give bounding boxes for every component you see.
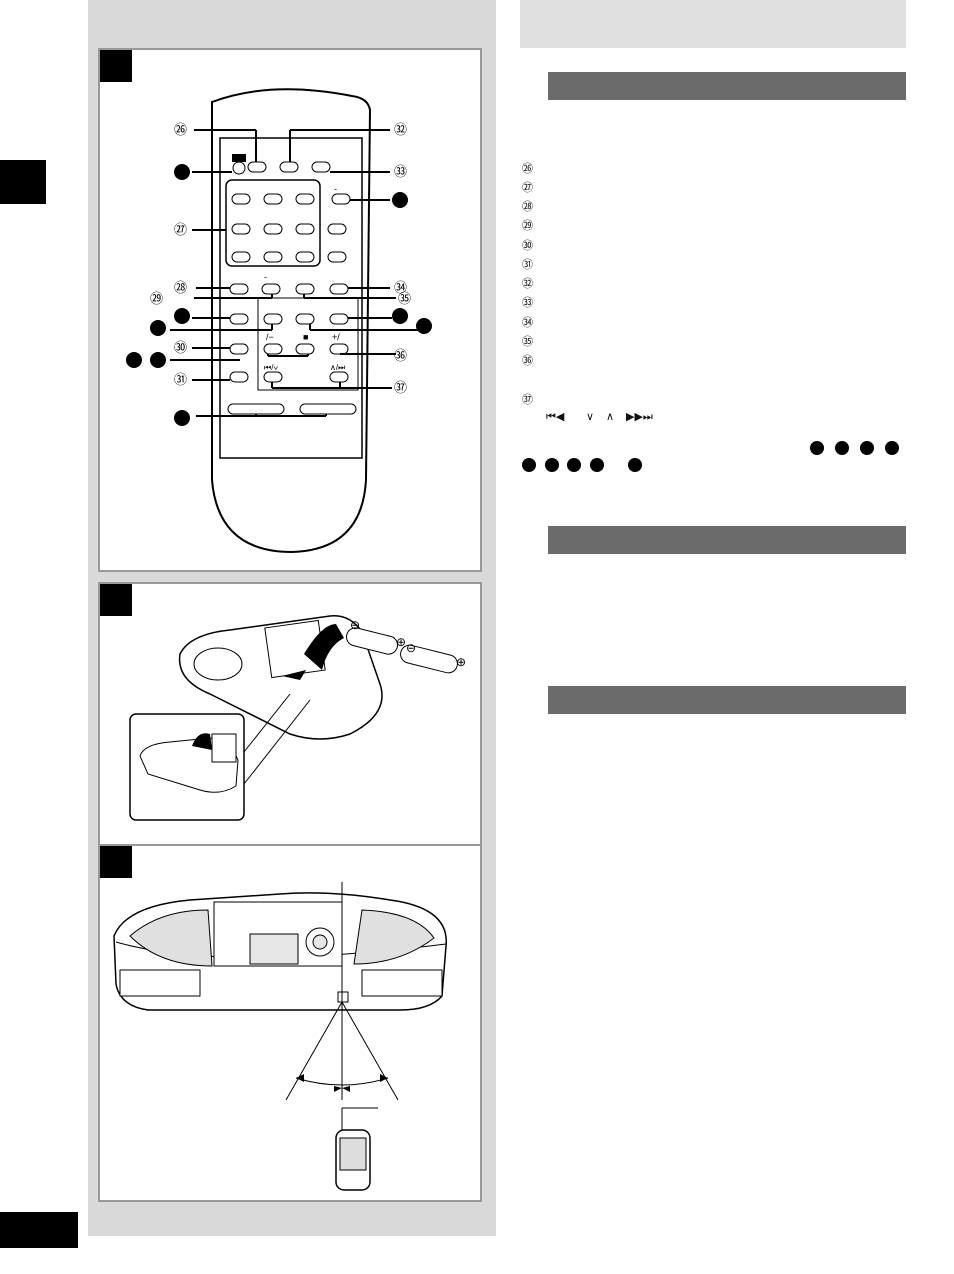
glyph-minus-top: -: [264, 272, 267, 282]
callout-31: ㉛: [174, 372, 187, 387]
page-number-box: [0, 1212, 78, 1248]
item-33: ㉝: [522, 297, 533, 309]
callout-28: ㉘: [174, 280, 187, 295]
reference-dot: [860, 441, 874, 455]
panel-remote-control: - - /− ■ +/ ⏮/∨ ∧/⏭: [98, 48, 482, 572]
reference-dot: [885, 441, 899, 455]
remote-range-illustration: [113, 882, 447, 1191]
item-37: ㊲: [522, 394, 533, 406]
item-32: ㉜: [522, 278, 533, 290]
item-26: ㉖: [522, 163, 533, 175]
reference-dot: [628, 458, 642, 472]
battery-illustration: ⊖⊕ ⊖⊕: [129, 615, 466, 821]
item-30: ㉚: [522, 240, 533, 252]
up-symbol: ∧: [606, 410, 615, 423]
section-bar-use: [548, 686, 906, 714]
page-header-bar: [520, 0, 906, 48]
item-29: ㉙: [522, 220, 533, 232]
reference-dot: [810, 441, 824, 455]
panel-tag-c: [100, 846, 132, 878]
callout-30: ㉚: [174, 340, 187, 355]
callout-32: ㉜: [394, 122, 407, 137]
callout-34: ㉞: [394, 280, 407, 295]
section-bar-batteries: [548, 526, 906, 554]
glyph-up: +/: [332, 332, 340, 342]
reference-dot: [545, 458, 559, 472]
glyph-down: /−: [266, 332, 274, 342]
panel-tag-b: [100, 584, 132, 616]
down-symbol: ∨: [586, 410, 595, 423]
item-31: ㉛: [522, 259, 533, 271]
chapter-tab: [0, 160, 46, 204]
callout-26: ㉖: [174, 122, 187, 137]
power-label: [232, 154, 246, 162]
callout-27: ㉗: [174, 222, 187, 237]
power-button: [232, 161, 246, 175]
svg-text:⊖: ⊖: [350, 618, 360, 632]
remote-control-illustration: - - /− ■ +/ ⏮/∨ ∧/⏭: [126, 88, 432, 554]
button-32: [279, 161, 299, 173]
callout-36: ㊱: [394, 348, 407, 363]
glyph-prev: ⏮/∨: [264, 363, 278, 372]
skip-prev-symbol: ⏮◀: [546, 410, 565, 423]
glyph-minus-mid: -: [334, 184, 337, 194]
reference-dot: [567, 458, 581, 472]
reference-dot: [835, 441, 849, 455]
item-35: ㉟: [522, 336, 533, 348]
glyph-next: ∧/⏭: [330, 363, 345, 372]
svg-text:⊕: ⊕: [456, 655, 466, 669]
skip-next-symbol: ▶▶⏭: [626, 410, 653, 423]
reference-dot: [522, 458, 536, 472]
item-27: ㉗: [522, 182, 533, 194]
svg-text:⊖: ⊖: [406, 641, 416, 655]
reference-dot: [590, 458, 604, 472]
section-bar-names: [548, 72, 906, 100]
callout-29: ㉙: [150, 291, 163, 306]
callout-35: ㉟: [398, 291, 411, 306]
button-33: [311, 161, 331, 173]
panel-remote-range: [98, 844, 482, 1202]
panel-battery-install: ⊖⊕ ⊖⊕: [98, 582, 482, 844]
item-36: ㊱: [522, 355, 533, 367]
panel-tag-a: [100, 50, 132, 82]
svg-text:⊕: ⊕: [396, 635, 406, 649]
item-34: ㉞: [522, 317, 533, 329]
callout-37: ㊲: [394, 380, 407, 395]
glyph-stop: ■: [303, 332, 308, 342]
item-28: ㉘: [522, 201, 533, 213]
button-26: [247, 161, 267, 173]
callout-33: ㉝: [394, 164, 407, 179]
